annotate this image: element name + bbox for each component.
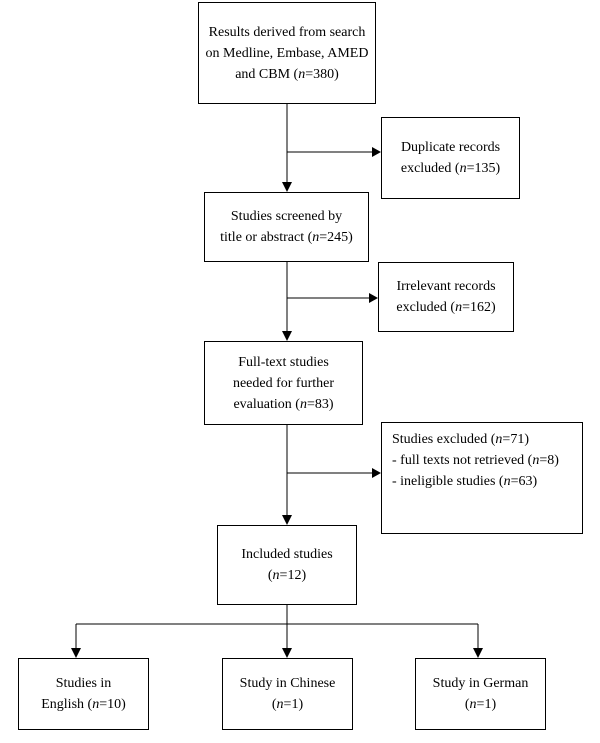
italic-n: n [495,432,503,447]
text-run: ( [267,568,273,583]
box-text-line: needed for further [233,373,334,394]
italic-n: n [272,568,280,583]
text-run: =380) [305,66,339,82]
text-run: Studies screened by [230,209,343,224]
italic-n: n [459,161,467,176]
text-run: needed for further [232,375,335,391]
box-text-line: Full-text studies [238,352,329,373]
box-text-line: excluded (n=135) [401,158,500,179]
italic-n: n [455,300,463,315]
arrowhead-fulltext [282,331,292,341]
text-run: =71) [502,432,529,447]
box-text-line: (n=1) [465,694,496,715]
text-run: - ineligible studies ( [392,474,504,489]
box-text-line: Studies excluded (n=71) [392,429,572,450]
box-text-line: Irrelevant records [396,276,495,297]
arrowhead-irrelevant [369,293,378,303]
italic-n: n [532,453,540,468]
arrowhead-english [71,648,81,658]
italic-n: n [298,66,306,82]
box-text-line: (n=12) [268,565,306,586]
text-run: =63) [510,474,538,489]
box-study-german: Study in German (n=1) [415,658,546,730]
box-duplicate-records: Duplicate records excluded (n=135) [381,117,520,199]
box-text-line: (n=1) [272,694,303,715]
box-text-line: Results derived from search [209,22,366,43]
text-run: Studies in [55,676,112,691]
italic-n: n [469,697,477,712]
arrowhead-excluded [372,468,381,478]
arrowhead-duplicates [372,147,381,157]
text-run: - full texts not retrieved ( [392,453,533,468]
italic-n: n [312,230,320,245]
box-text-line: Included studies [241,544,332,565]
text-run: title or abstract ( [220,230,313,245]
text-run: ( [271,697,277,712]
box-text-line: and CBM (n=380) [235,64,339,85]
box-study-chinese: Study in Chinese (n=1) [222,658,353,730]
text-run: Included studies [241,547,333,562]
box-text-line: Study in German [433,673,529,694]
box-text-line: - ineligible studies (n=63) [392,471,572,492]
box-text-line: Studies screened by [231,206,342,227]
text-run: =83) [306,396,334,412]
text-run: =12) [279,568,307,583]
text-run: =10) [99,697,126,712]
box-studies-english: Studies in English (n=10) [18,658,149,730]
arrowhead-screened [282,182,292,192]
text-run: English ( [41,697,93,712]
text-run: Studies excluded ( [392,432,496,447]
text-run: and CBM ( [235,66,299,82]
box-text-line: - full texts not retrieved (n=8) [392,450,572,471]
text-run: excluded ( [396,300,456,315]
box-text-line: English (n=10) [41,694,126,715]
text-run: =1) [476,697,497,712]
box-text-line: excluded (n=162) [396,297,495,318]
box-search-results: Results derived from search on Medline, E… [198,2,376,104]
text-run: Study in Chinese [239,676,336,691]
text-run: on Medline, Embase, AMED [205,45,369,61]
text-run: Study in German [432,676,529,691]
text-run: =135) [466,161,501,176]
arrowhead-german [473,648,483,658]
box-text-line: Study in Chinese [240,673,336,694]
text-run: Results derived from search [208,24,366,40]
text-run: =245) [319,230,353,245]
text-run: Duplicate records [400,140,501,155]
box-full-text-studies: Full-text studies needed for further evalu… [204,341,363,425]
italic-n: n [503,474,511,489]
text-run: Full-text studies [238,354,329,370]
box-irrelevant-records: Irrelevant records excluded (n=162) [378,262,514,332]
box-text-line: evaluation (n=83) [233,394,333,415]
text-run: =162) [462,300,496,315]
text-run: =8) [539,453,559,468]
box-text-line: title or abstract (n=245) [220,227,353,248]
text-run: =1) [283,697,304,712]
italic-n: n [92,697,100,712]
arrowhead-included [282,515,292,525]
italic-n: n [299,396,307,412]
text-run: ( [464,697,470,712]
box-included-studies: Included studies (n=12) [217,525,357,605]
box-text-line: on Medline, Embase, AMED [206,43,369,64]
text-run: excluded ( [400,161,460,176]
text-run: evaluation ( [233,396,300,412]
box-text-line: Duplicate records [401,137,500,158]
text-run: Irrelevant records [396,279,496,294]
box-studies-excluded: Studies excluded (n=71)- full texts not … [381,422,583,534]
italic-n: n [276,697,284,712]
box-text-line: Studies in [56,673,112,694]
box-studies-screened: Studies screened by title or abstract (n=… [204,192,369,262]
arrowhead-chinese [282,648,292,658]
